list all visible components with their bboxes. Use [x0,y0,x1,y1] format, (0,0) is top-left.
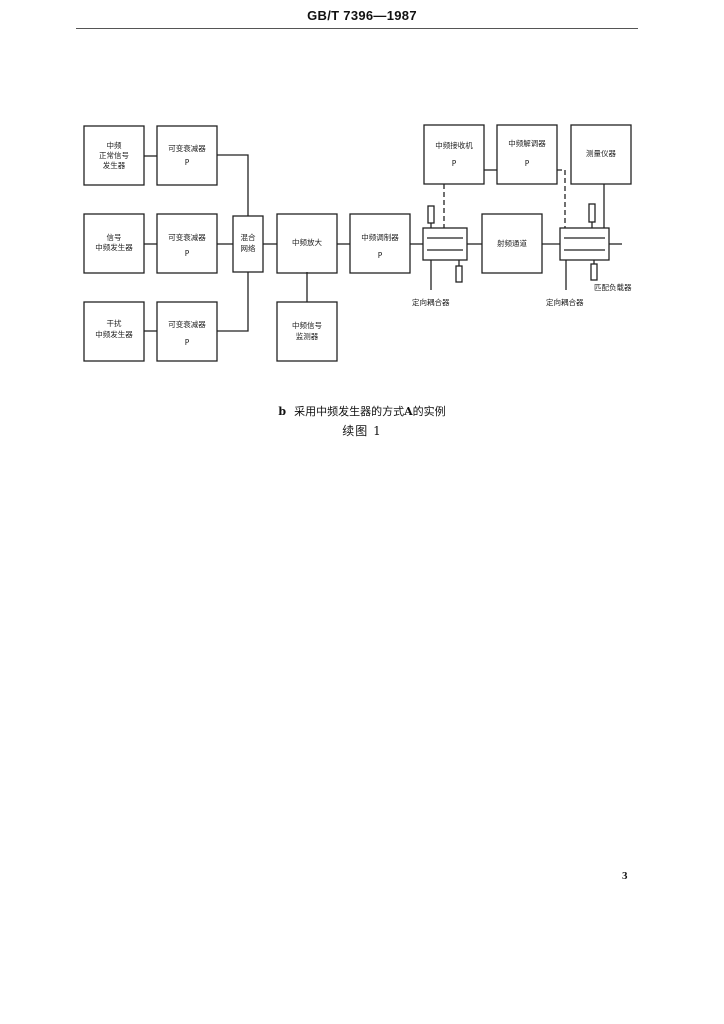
block-att-bot [156,301,218,362]
header-rule [76,28,638,29]
label-monitor: 中频信号监测器 [292,320,322,341]
standard-code: GB/T 7396—1987 [307,8,417,23]
label-gen-top: 中频正常信号发生器 [99,140,129,170]
dashed-link [557,169,566,228]
block-gen-bot [83,301,145,362]
sub-caption-tail: 的实例 [412,405,446,418]
coupler-left-body [422,227,468,261]
block-gen-top [83,125,145,186]
block-amplifier [276,213,338,274]
block-gen-mid [83,213,145,274]
block-meter [570,124,632,185]
sub-caption-letter: b [278,405,287,418]
label-gen-mid: 信号中频发生器 [95,232,133,252]
sub-caption: b 采用中频发生器的方式A的实例 [0,403,724,419]
coupler-right-body [559,227,610,261]
label-meter: 测量仪器 [586,149,616,158]
page-number: 3 [622,870,628,882]
label-coupler-right: 定向耦合器 [546,297,584,307]
sub-caption-text: 采用中频发生器的方式 [294,405,405,418]
wire [217,154,249,216]
block-att-mid [156,213,218,274]
block-demod [496,124,558,185]
label-amplifier: 中频放大 [292,237,322,247]
label-coupler-left: 定向耦合器 [412,297,450,307]
coupler-right-load [590,263,598,281]
coupler-left-load [427,205,435,224]
coupler-left-load [455,265,463,283]
label-termination: 匹配负载器 [594,282,632,292]
block-modulator [349,213,411,274]
page-header: GB/T 7396—1987 [0,8,724,23]
wire [217,272,249,332]
label-combiner: 混合网络 [241,232,256,253]
label-gen-bot: 干扰中频发生器 [95,318,133,339]
block-att-top [156,125,218,186]
coupler-right-load [588,203,596,223]
label-rf: 射频通道 [497,238,527,248]
block-receiver [423,124,485,185]
sub-caption-method: A [404,405,413,418]
figure-caption: 续图 1 [342,424,382,438]
block-combiner [232,215,264,273]
block-monitor [276,301,338,362]
block-rf [481,213,543,274]
